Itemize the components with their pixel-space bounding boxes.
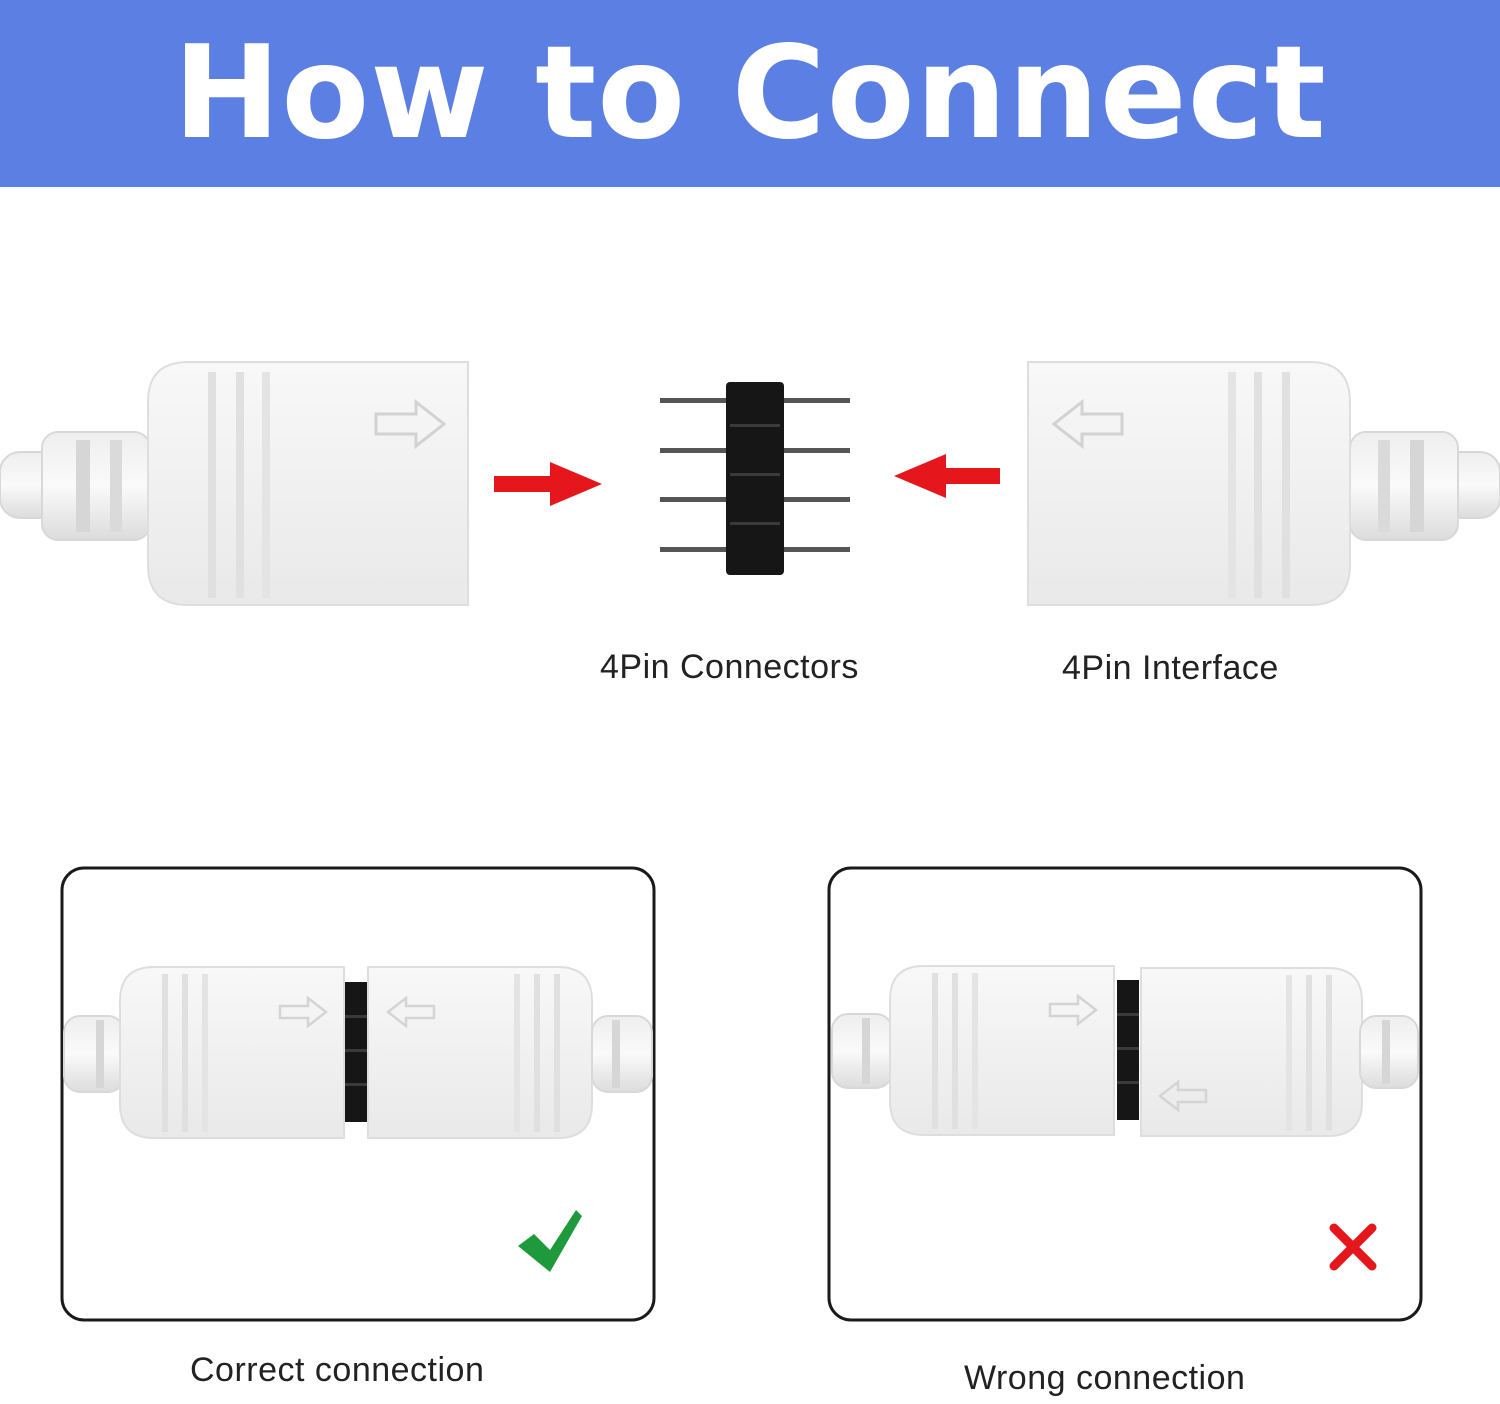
left-female-connector <box>0 361 469 606</box>
correct-connection-panel <box>60 866 656 1322</box>
page-title: How to Connect <box>173 18 1327 168</box>
wrong-connection-panel <box>827 866 1423 1322</box>
check-mark-icon <box>518 1210 582 1272</box>
cross-mark-icon <box>1329 1223 1377 1271</box>
label-correct-connection: Correct connection <box>190 1351 485 1389</box>
right-female-connector <box>1027 361 1500 606</box>
label-4pin-interface: 4Pin Interface <box>1062 649 1279 687</box>
arrow-left-icon <box>894 454 1000 498</box>
four-pin-header <box>660 382 850 575</box>
label-4pin-connectors: 4Pin Connectors <box>600 648 859 686</box>
arrow-right-icon <box>494 462 602 506</box>
header-banner: How to Connect <box>0 0 1500 187</box>
label-wrong-connection: Wrong connection <box>964 1359 1246 1397</box>
